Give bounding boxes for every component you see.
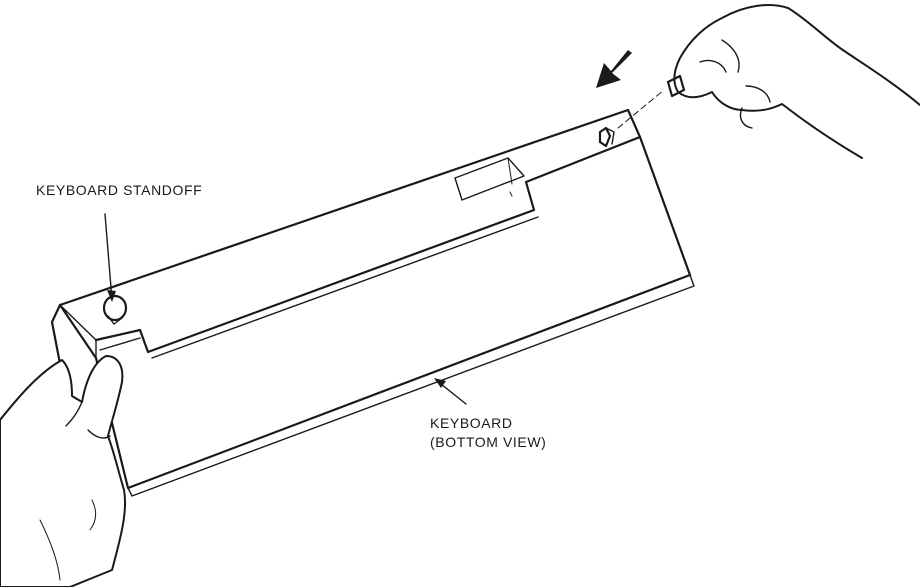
- keyboard-standoff-label: KEYBOARD STANDOFF: [36, 182, 203, 198]
- right-standoff: [598, 126, 615, 148]
- left-standoff: [102, 294, 128, 325]
- keyboard-label-line2: (BOTTOM VIEW): [430, 434, 547, 450]
- keyboard-body: [50, 108, 695, 497]
- keyboard-leader: [434, 378, 467, 405]
- insertion-arrow-icon: [596, 50, 665, 129]
- right-hand: [666, 4, 920, 159]
- standoff-leader: [104, 213, 116, 302]
- keyboard-bottom-view-label: KEYBOARD (BOTTOM VIEW): [430, 414, 546, 452]
- left-hand: [0, 355, 127, 587]
- keyboard-label-line1: KEYBOARD: [430, 415, 513, 431]
